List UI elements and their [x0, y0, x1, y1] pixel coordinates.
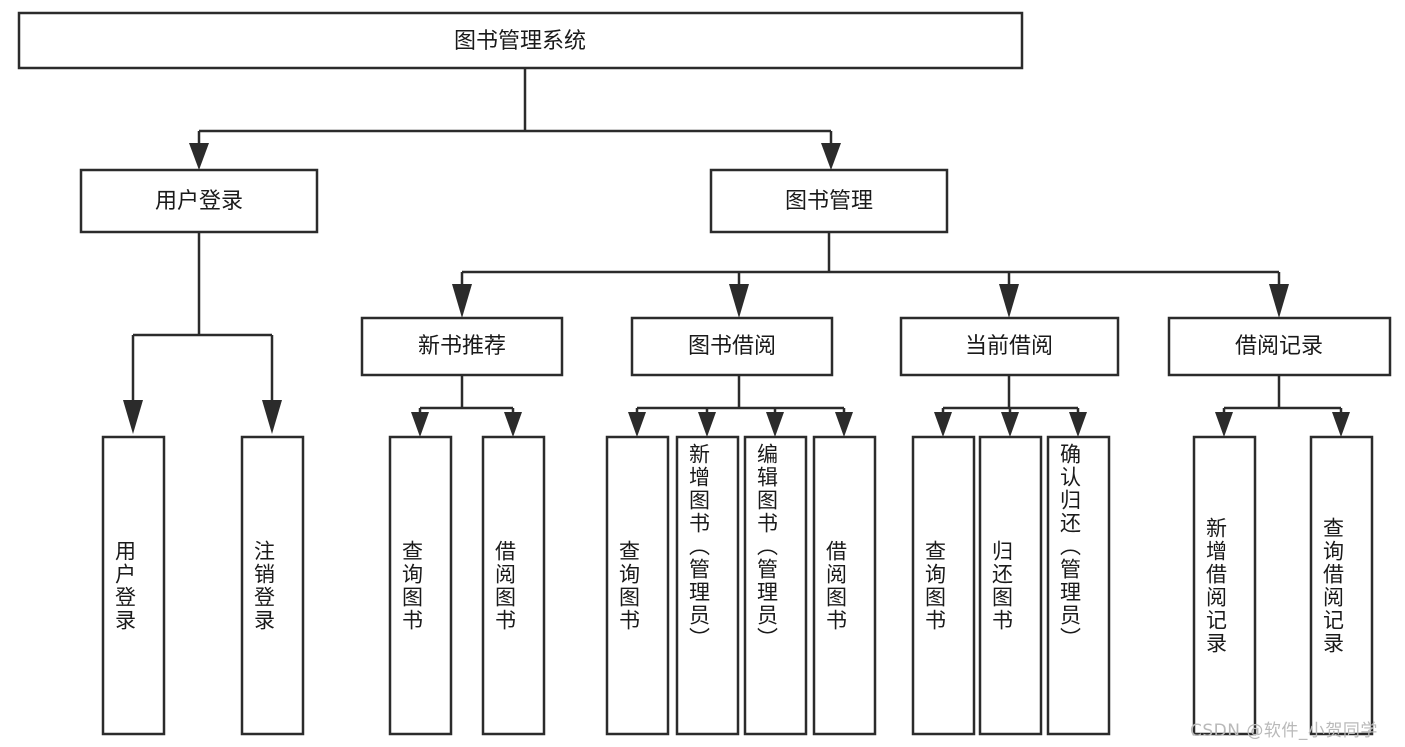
leaf-box-add-record[interactable] [1192, 435, 1257, 736]
node-root[interactable]: 图书管理系统 [17, 11, 1024, 70]
node-user-login[interactable]: 用户登录 [79, 168, 319, 234]
connector-borrowrecord-to-leaves [1215, 375, 1350, 437]
connector-root-to-level2 [189, 68, 841, 170]
leaf-box-borrow-book-1[interactable] [481, 435, 546, 736]
leaf-boxes [101, 435, 1374, 736]
leaf-box-query-record[interactable] [1309, 435, 1374, 736]
leaf-box-query-book-2[interactable] [605, 435, 670, 736]
node-book-manage[interactable]: 图书管理 [709, 168, 949, 234]
connector-newbook-to-leaves [411, 375, 522, 437]
node-root-label: 图书管理系统 [454, 29, 586, 54]
node-book-borrow[interactable]: 图书借阅 [630, 316, 834, 377]
watermark-csdn: CSDN @软件_小贺同学 [1190, 721, 1378, 741]
node-user-login-label: 用户登录 [155, 189, 243, 214]
connector-bookmanage-to-level3 [452, 232, 1289, 318]
connector-bookborrow-to-leaves [628, 375, 853, 437]
leaf-box-borrow-book-2[interactable] [812, 435, 877, 736]
leaf-box-confirm-return[interactable] [1046, 435, 1111, 736]
leaf-box-edit-book[interactable] [743, 435, 808, 736]
node-book-manage-label: 图书管理 [785, 189, 873, 214]
leaf-box-add-book[interactable] [675, 435, 740, 736]
leaf-box-return-book[interactable] [978, 435, 1043, 736]
node-current-borrow-label: 当前借阅 [965, 334, 1053, 359]
node-borrow-record[interactable]: 借阅记录 [1167, 316, 1392, 377]
node-current-borrow[interactable]: 当前借阅 [899, 316, 1120, 377]
node-new-book-recommend-label: 新书推荐 [418, 334, 506, 359]
connector-userlogin-to-leaves [123, 232, 282, 434]
leaf-box-user-logout[interactable] [240, 435, 305, 736]
node-borrow-record-label: 借阅记录 [1235, 334, 1323, 359]
leaf-box-query-book-3[interactable] [911, 435, 976, 736]
connector-currentborrow-to-leaves [934, 375, 1087, 437]
node-new-book-recommend[interactable]: 新书推荐 [360, 316, 564, 377]
leaf-box-query-book-1[interactable] [388, 435, 453, 736]
leaf-box-user-login[interactable] [101, 435, 166, 736]
node-book-borrow-label: 图书借阅 [688, 334, 776, 359]
